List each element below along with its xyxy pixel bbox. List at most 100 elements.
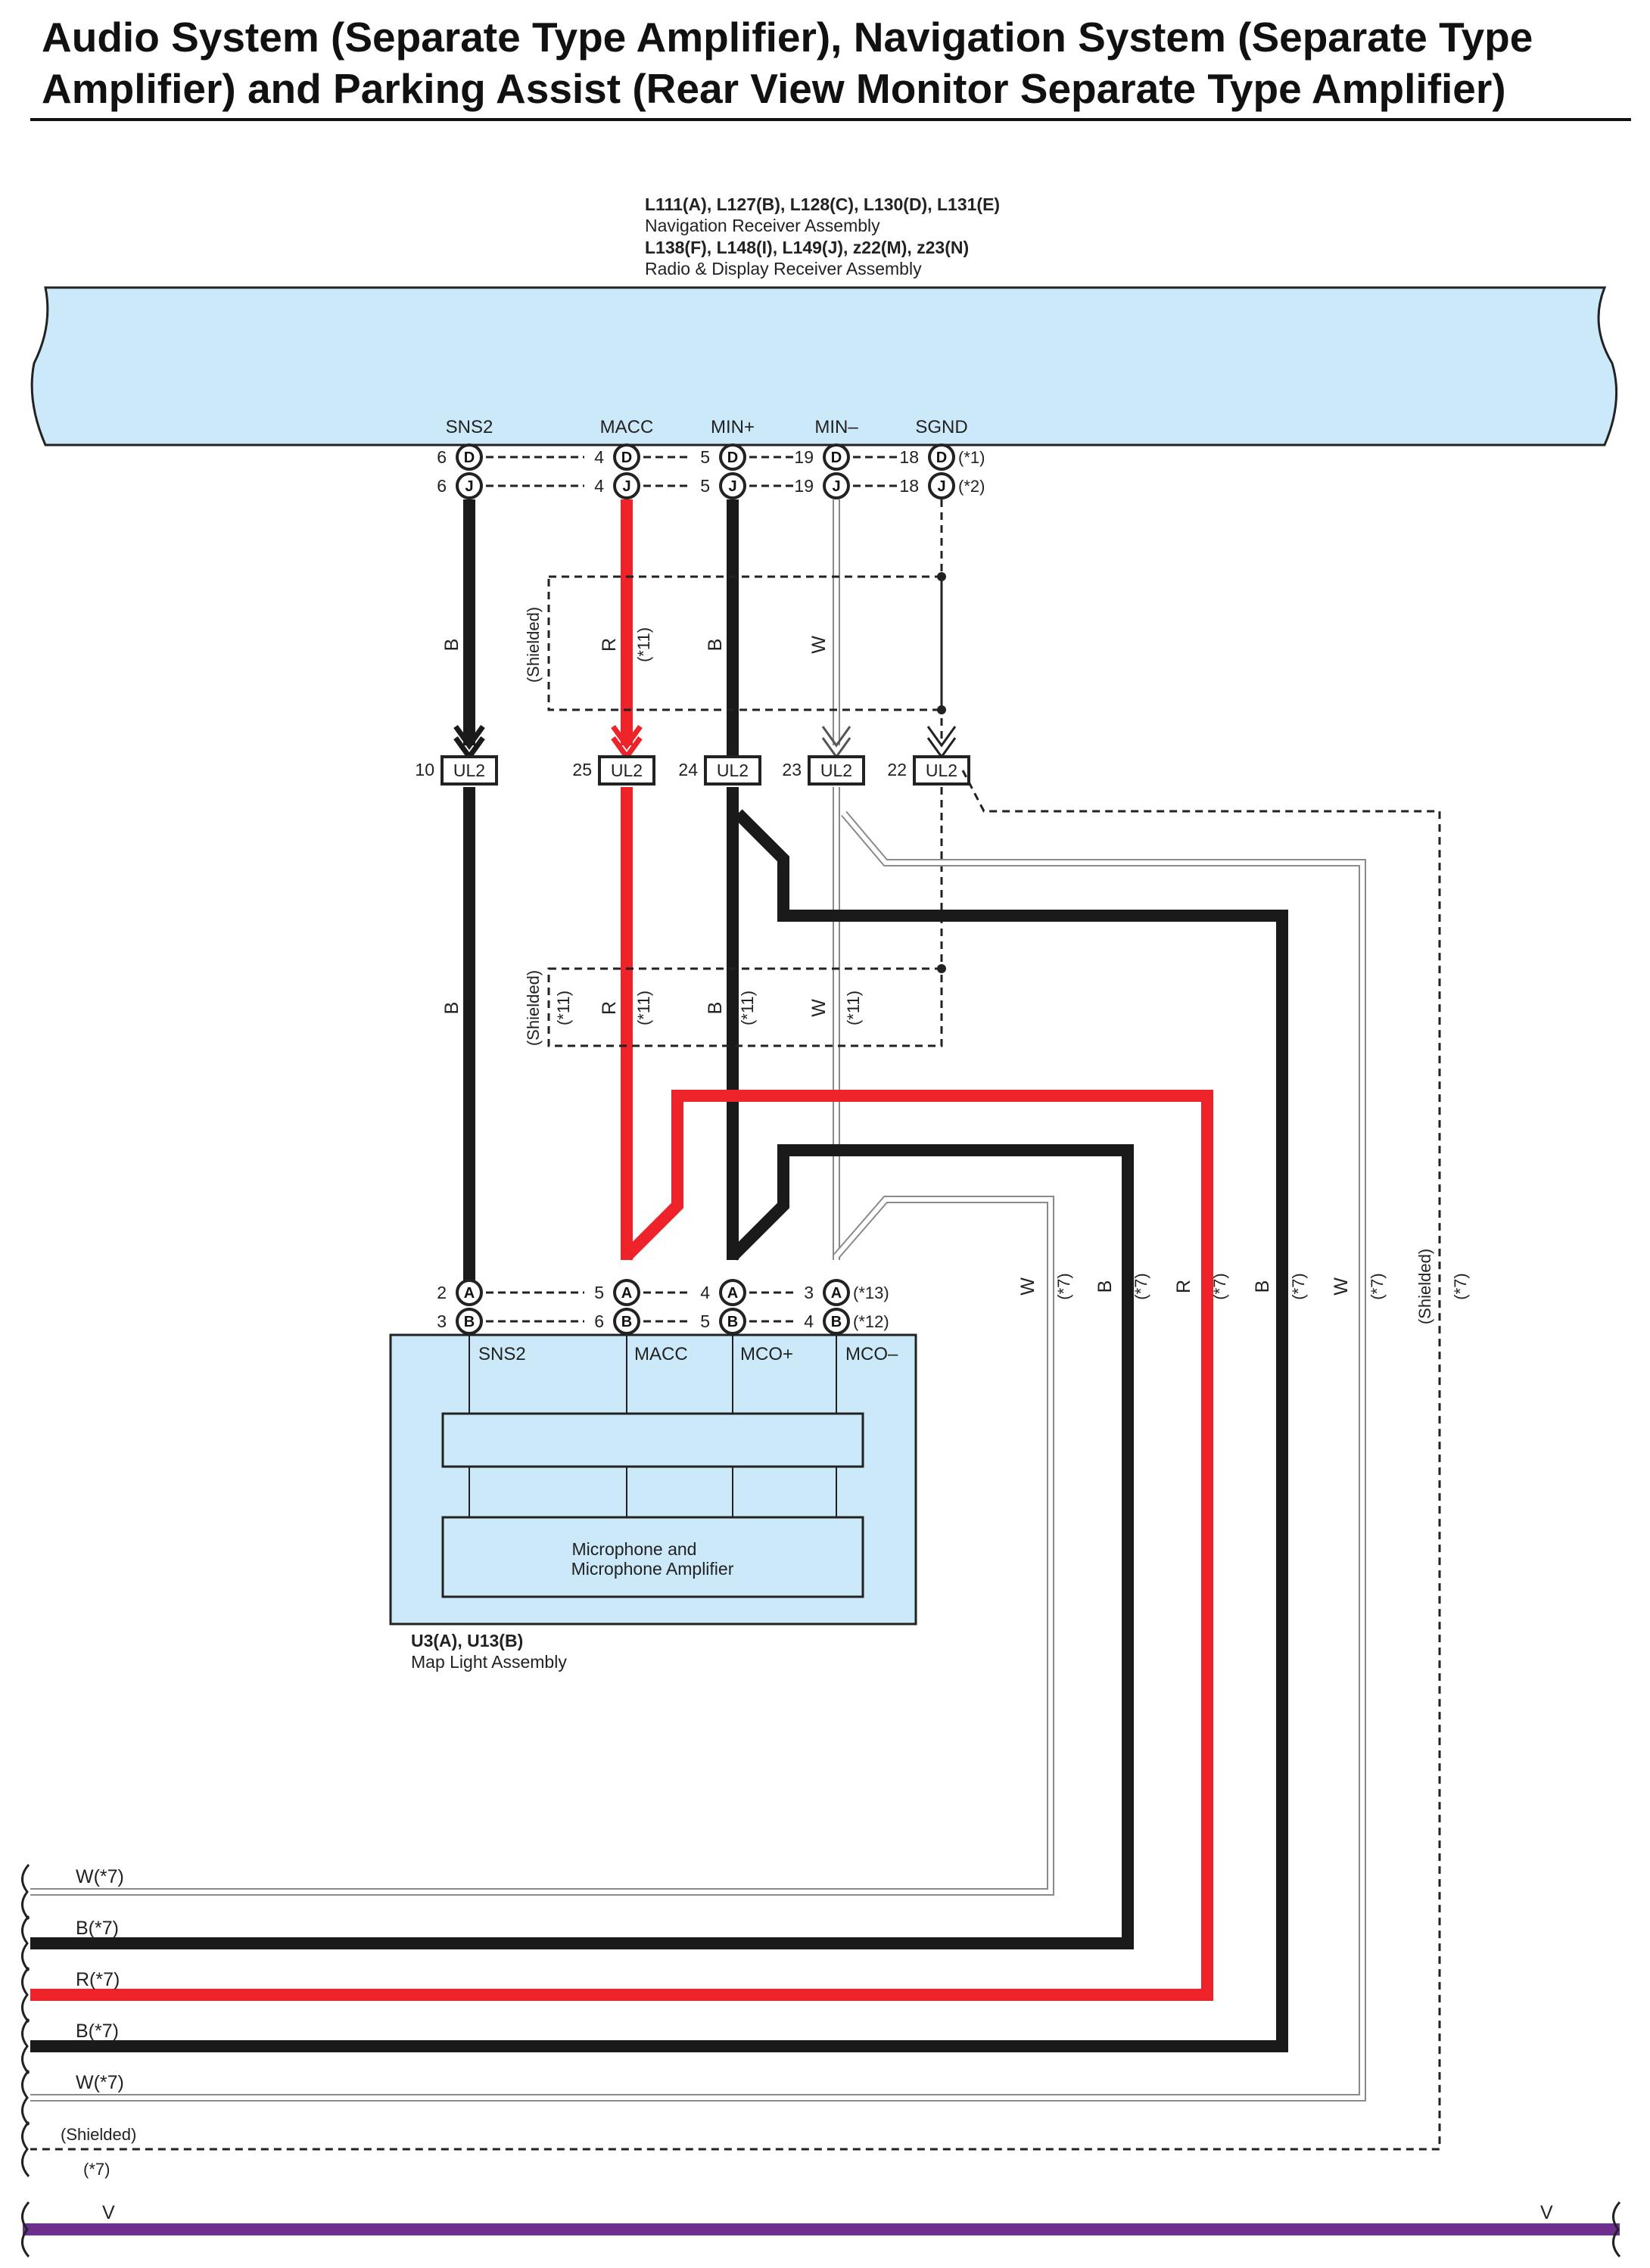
map-light-connector-letter: B — [464, 1314, 475, 1330]
bottom-wire-label: R(*7) — [76, 1969, 120, 1990]
map-light-pin-circle — [456, 1279, 483, 1306]
bottom-shield-note: (*7) — [83, 2160, 110, 2179]
receiver-pin-circle — [823, 472, 850, 499]
map-light-pin-circle — [613, 1308, 640, 1335]
break-mark — [21, 1864, 30, 1920]
right-wire-color-label: B — [1252, 1280, 1273, 1293]
map-light-connector-letter: A — [727, 1285, 738, 1302]
ul2-connector-box — [913, 755, 970, 786]
break-mark-right — [1612, 2201, 1621, 2257]
ul2-connector-box — [598, 755, 655, 786]
bottom-wire-label: B(*7) — [76, 2021, 119, 2042]
receiver-connector-letter: D — [464, 450, 475, 466]
ul2-pin-number: 23 — [782, 760, 802, 779]
shield-box-upper — [547, 575, 943, 711]
right-wire-labels: W(*7)B(*7)R(*7)B(*7)W(*7)(Shielded)(*7) — [1017, 1249, 1470, 1324]
bottom-wire-label: W(*7) — [76, 1866, 124, 1887]
receiver-desc-2: Radio & Display Receiver Assembly — [645, 259, 922, 278]
ul2-connector-box — [441, 755, 498, 786]
ul2-pin-number: 25 — [572, 760, 592, 779]
map-light-pin-number: 6 — [594, 1311, 604, 1331]
right-wire-note: (*7) — [1132, 1273, 1150, 1299]
break-mark-left — [21, 2201, 30, 2257]
receiver-pin-number: 4 — [594, 476, 604, 496]
wire-color-macc-middle: R — [599, 1001, 620, 1015]
receiver-pin-circle — [456, 472, 483, 499]
microphone-label-1: Microphone and — [572, 1539, 697, 1559]
receiver-connector-letter: D — [831, 450, 842, 466]
terminal-sgnd: SGND — [915, 417, 967, 437]
map-light-connector-letter: B — [831, 1314, 842, 1330]
ul2-pin-number: 10 — [415, 760, 434, 779]
receiver-pin-number: 6 — [437, 476, 447, 496]
route-black-inner — [30, 1144, 1134, 1949]
bottom-wire-label: B(*7) — [76, 1918, 119, 1939]
receiver-pin-number: 4 — [594, 447, 604, 467]
internal-bus-block — [441, 1412, 864, 1468]
wire-note-minm-middle: (*11) — [844, 991, 863, 1025]
receiver-pin-circle — [928, 443, 955, 471]
ml-terminal-mco-plus: MCO+ — [740, 1344, 793, 1364]
route-white-outer-core — [30, 812, 1365, 2100]
bottom-harness: W(*7)B(*7)R(*7)B(*7)W(*7)(Shielded)(*7) — [21, 1864, 136, 2179]
terminal-min-plus: MIN+ — [711, 417, 755, 437]
ul2-connector-box — [808, 755, 865, 786]
ul2-connector-name: UL2 — [820, 761, 852, 780]
wire-note-macc-middle: (*11) — [634, 991, 653, 1025]
route-white-inner-core — [30, 1197, 1053, 1894]
break-mark — [21, 2121, 30, 2177]
receiver-pin-circle — [823, 443, 850, 471]
shield-junction-dot — [937, 964, 946, 973]
right-wire-color-label: R — [1173, 1280, 1194, 1293]
receiver-connector-letter: D — [936, 450, 947, 466]
receiver-codes-2: L138(F), L148(I), L149(J), z22(M), z23(N… — [645, 238, 969, 257]
receiver-pin-number: 6 — [437, 447, 447, 467]
ul2-connector-name: UL2 — [611, 761, 643, 780]
wire-color-minp-upper: B — [705, 639, 726, 652]
map-light-row-note: (*13) — [853, 1283, 889, 1302]
receiver-pin-number: 18 — [899, 476, 919, 496]
wire-note-minp-middle: (*11) — [738, 991, 757, 1025]
route-shield — [30, 770, 1441, 2151]
receiver-pin-circle — [456, 443, 483, 471]
wire-color-sns2-middle: B — [441, 1002, 462, 1015]
receiver-pin-circle — [719, 472, 746, 499]
right-wire-note: (*7) — [1054, 1273, 1073, 1299]
bottom-wire-label: (Shielded) — [61, 2125, 136, 2144]
shield-junction-dot — [937, 572, 946, 581]
upper-wires — [453, 499, 957, 761]
receiver-desc-1: Navigation Receiver Assembly — [645, 216, 880, 235]
right-wire-color-label: B — [1094, 1280, 1116, 1293]
receiver-pin-number: 18 — [899, 447, 919, 467]
shield-junction-dot — [937, 705, 946, 714]
map-light-pin-number: 3 — [804, 1283, 814, 1302]
terminal-min-minus: MIN– — [814, 417, 858, 437]
map-light-pin-circle — [719, 1308, 746, 1335]
ul2-pin-number: 24 — [678, 760, 698, 779]
violet-bus-label-left: V — [102, 2202, 115, 2223]
route-black-outer — [30, 809, 1288, 2052]
title-line-2: Amplifier) and Parking Assist (Rear View… — [42, 65, 1506, 112]
receiver-connector-letter: J — [622, 478, 630, 495]
receiver-connector-letter: D — [727, 450, 738, 466]
route-red-inner — [30, 1090, 1213, 2001]
shield-label-middle: (Shielded) — [524, 970, 543, 1046]
map-light-pin-number: 5 — [700, 1311, 710, 1331]
ml-terminal-sns2: SNS2 — [478, 1344, 526, 1364]
right-wire-color-label: (Shielded) — [1415, 1249, 1434, 1324]
receiver-pin-number: 5 — [700, 476, 710, 496]
map-light-codes: U3(A), U13(B) — [411, 1631, 523, 1650]
right-wire-color-label: W — [1017, 1277, 1038, 1296]
map-light-connector-letter: A — [464, 1285, 475, 1302]
ml-terminal-macc: MACC — [634, 1344, 688, 1364]
receiver-pin-circle — [613, 472, 640, 499]
wire-color-sns2-upper: B — [441, 639, 462, 652]
map-light-pin-number: 5 — [594, 1283, 604, 1302]
map-light-connector-letter: B — [621, 1314, 632, 1330]
wire-color-macc-upper: R — [599, 638, 620, 652]
map-light-row-note: (*12) — [853, 1312, 889, 1331]
